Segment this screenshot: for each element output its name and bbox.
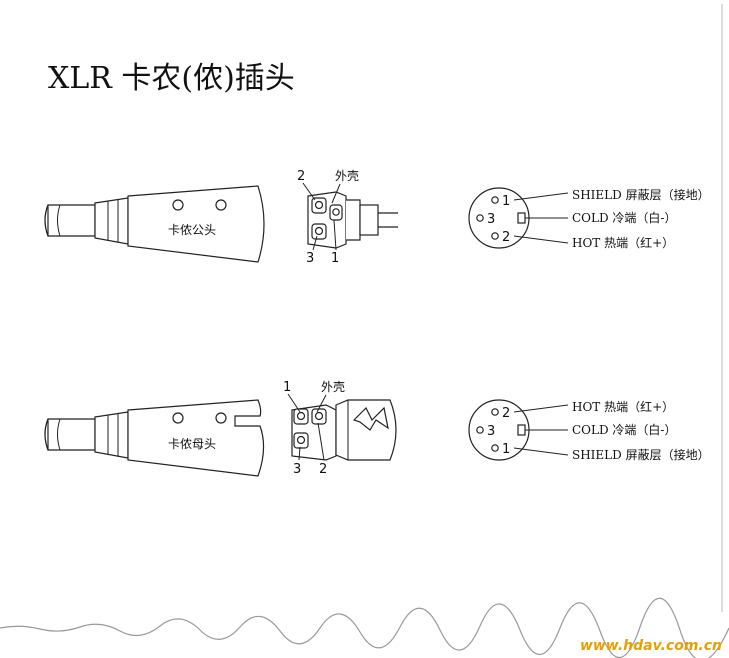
female-pin-label-1: 1: [283, 380, 291, 395]
female-face-pin-1: 1: [502, 442, 510, 457]
female-signal-cold: COLD 冷端（白-）: [572, 422, 676, 437]
male-plug-label: 卡侬公头: [168, 223, 216, 237]
male-connector-side: 2 外壳 3 1: [297, 169, 398, 266]
female-connector-side: 1 外壳 3 2: [283, 380, 397, 477]
male-pin-label-1: 1: [331, 251, 339, 266]
male-signal-cold: COLD 冷端（白-）: [572, 210, 676, 225]
female-face-view: 2 3 1 HOT 热端（红+） COLD 冷端（白-） SHIELD 屏蔽层（…: [468, 399, 710, 462]
male-shell-label: 外壳: [335, 169, 359, 183]
female-face-pin-2: 2: [502, 406, 510, 421]
male-face-pin-2: 2: [502, 230, 510, 245]
male-pin-label-2: 2: [297, 169, 305, 184]
female-plug: 卡侬母头: [44, 399, 265, 477]
female-plug-label: 卡侬母头: [168, 437, 216, 451]
female-pin-label-3: 3: [293, 462, 301, 477]
female-pin-label-2: 2: [319, 462, 327, 477]
female-signal-hot: HOT 热端（红+）: [572, 399, 674, 414]
page-title: XLR 卡农(侬)插头: [48, 61, 295, 96]
watermark-text: www.hdav.com.cn: [580, 638, 722, 654]
male-face-pin-1: 1: [502, 194, 510, 209]
torn-edge: [0, 597, 729, 658]
female-face-pin-3: 3: [487, 424, 495, 439]
male-plug: 卡侬公头: [44, 185, 265, 263]
male-signal-shield: SHIELD 屏蔽层（接地）: [572, 187, 710, 202]
male-pin-label-3: 3: [306, 251, 314, 266]
male-face-view: 1 3 2 SHIELD 屏蔽层（接地） COLD 冷端（白-） HOT 热端（…: [468, 187, 710, 250]
female-signal-shield: SHIELD 屏蔽层（接地）: [572, 447, 710, 462]
male-signal-hot: HOT 热端（红+）: [572, 235, 674, 250]
male-face-pin-3: 3: [487, 212, 495, 227]
female-shell-label: 外壳: [321, 380, 345, 394]
